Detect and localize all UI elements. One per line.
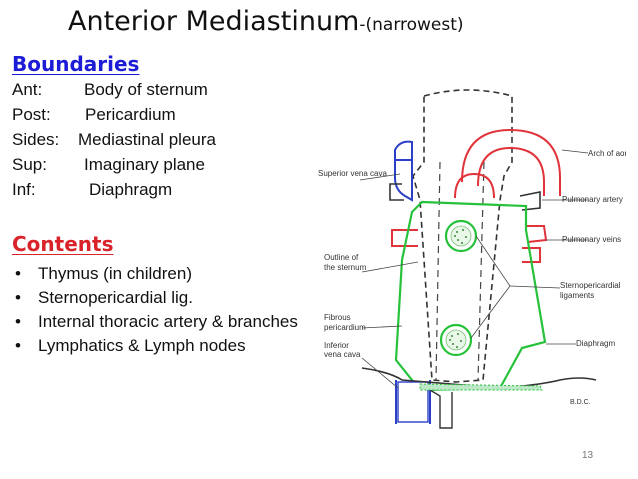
ligament-circle-upper (444, 219, 478, 253)
mediastinum-diagram: Superior vena cava Arch of aorta Pulmona… (318, 89, 626, 429)
boundary-value: Body of sternum (84, 80, 208, 99)
label-superior-vena-cava: Superior vena cava (318, 169, 387, 178)
boundary-row: Ant: Body of sternum (12, 80, 208, 100)
label-arch-of-aorta: Arch of aorta (588, 149, 626, 158)
boundary-value: Diaphragm (89, 180, 173, 199)
bullet-icon: • (15, 264, 21, 283)
boundary-value: Mediastinal pleura (78, 130, 216, 149)
label-outline-of-sternum-2: the sternum (324, 263, 367, 272)
list-item: • Thymus (in children) (15, 264, 305, 283)
boundary-row: Post: Pericardium (12, 105, 176, 125)
diaphragm-line (361, 367, 597, 389)
boundary-row: Inf: Diaphragm (12, 180, 172, 200)
pulmonary-artery-loop (454, 172, 495, 199)
diaphragm-band (419, 383, 543, 391)
ivc-lower (429, 389, 453, 429)
list-item: • Sternopericardial lig. (15, 288, 305, 307)
fibrous-pericardium (394, 200, 547, 392)
label-sternopericardial-2: ligaments (560, 291, 594, 300)
bullet-icon: • (15, 288, 21, 307)
contents-heading: Contents (12, 232, 114, 256)
list-item-text: Internal thoracic artery & branches (38, 312, 298, 331)
boundary-value: Imaginary plane (84, 155, 205, 174)
label-inferior-vena-cava-2: vena cava (324, 350, 361, 359)
pulmonary-artery-right (519, 191, 541, 211)
label-outline-of-sternum-1: Outline of (324, 253, 359, 262)
boundary-value: Pericardium (85, 105, 176, 124)
label-fibrous-pericardium-1: Fibrous (324, 313, 351, 322)
boundary-key: Inf: (12, 180, 36, 199)
label-sternopericardial-1: Sternopericardial (560, 281, 621, 290)
ligament-circle-lower (439, 323, 473, 357)
superior-vena-cava (394, 159, 413, 202)
boundary-row: Sup: Imaginary plane (12, 155, 205, 175)
svc-upper (394, 140, 413, 160)
label-initials: B.D.C. (570, 399, 591, 406)
label-fibrous-pericardium-2: pericardium (324, 323, 366, 332)
bullet-icon: • (15, 336, 21, 355)
pulmonary-vein-right (526, 225, 548, 243)
boundary-key: Post: (12, 105, 51, 124)
boundary-key: Ant: (12, 80, 43, 99)
label-inferior-vena-cava-1: Inferior (324, 341, 349, 350)
boundary-key: Sup: (12, 155, 47, 174)
leader-lines (359, 149, 589, 389)
title-suffix: -(narrowest) (359, 15, 464, 35)
list-item-text: Thymus (in children) (38, 264, 192, 283)
sternum-midline (435, 161, 485, 381)
sternum-outline (412, 89, 513, 383)
slide-title: Anterior Mediastinum-(narrowest) (68, 6, 464, 37)
bullet-icon: • (15, 312, 21, 331)
label-diaphragm: Diaphragm (576, 339, 615, 348)
page-number: 13 (582, 450, 594, 461)
boundary-row: Sides: Mediastinal pleura (12, 130, 216, 150)
title-main: Anterior Mediastinum (68, 6, 360, 37)
label-pulmonary-artery: Pulmonary artery (562, 195, 623, 204)
aorta-arch-inner (477, 146, 545, 196)
boundary-key: Sides: (12, 130, 60, 149)
aorta-arch (461, 128, 561, 196)
list-item: • Internal thoracic artery & branches (15, 312, 305, 331)
pulmonary-vein-left-2 (389, 183, 404, 201)
list-item: • Lymphatics & Lymph nodes (15, 336, 305, 355)
label-pulmonary-veins: Pulmonary veins (562, 235, 621, 244)
list-item-text: Sternopericardial lig. (38, 288, 193, 307)
boundaries-heading: Boundaries (12, 52, 140, 76)
list-item-text: Lymphatics & Lymph nodes (38, 336, 246, 355)
contents-list: • Thymus (in children) • Sternopericardial… (15, 264, 305, 360)
